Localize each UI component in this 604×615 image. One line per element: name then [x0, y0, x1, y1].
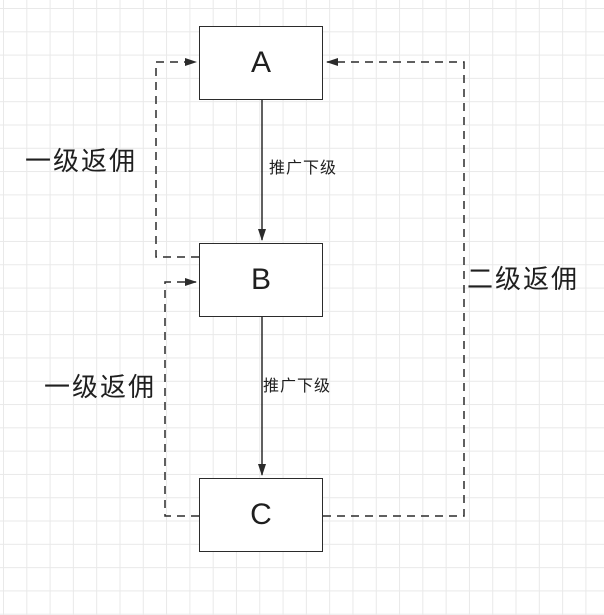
edge-b-to-a-rebate-level1[interactable] [155, 58, 199, 258]
label-rebate-level2[interactable]: 二级返佣 [467, 264, 580, 294]
label-promote-subordinate-lower[interactable]: 推广下级 [263, 378, 332, 395]
node-c[interactable]: C [199, 478, 323, 552]
edge-c-to-b-rebate-level1[interactable] [164, 278, 199, 517]
label-rebate-level1-upper[interactable]: 一级返佣 [25, 146, 138, 176]
label-promote-subordinate-upper[interactable]: 推广下级 [269, 160, 338, 177]
node-b[interactable]: B [199, 243, 323, 317]
label-rebate-level1-lower[interactable]: 一级返佣 [44, 372, 157, 402]
node-a[interactable]: A [199, 26, 323, 100]
node-c-label: C [250, 498, 272, 531]
node-b-label: B [250, 263, 271, 296]
node-a-label: A [250, 46, 271, 79]
edge-c-to-a-rebate-level2[interactable] [323, 58, 465, 517]
